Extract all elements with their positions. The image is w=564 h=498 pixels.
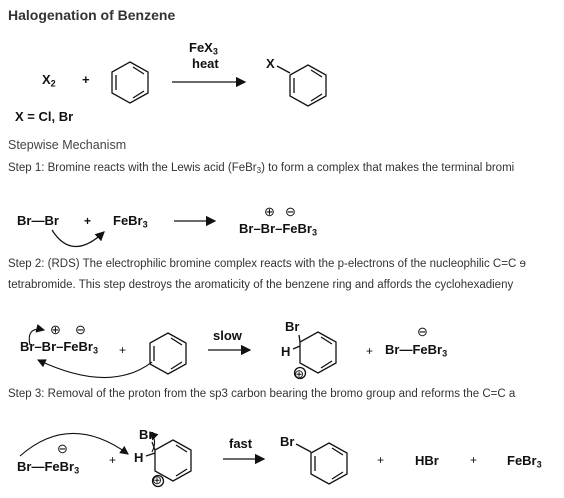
step3-curved-arrow-2 bbox=[149, 431, 159, 453]
step1-description: Step 1: Bromine reacts with the Lewis ac… bbox=[8, 162, 515, 175]
step3-product-br: Br bbox=[280, 434, 295, 449]
step2-complex: Br–Br–FeBr3 bbox=[20, 339, 99, 356]
heat-label: heat bbox=[192, 56, 219, 71]
step2-plus-2: + bbox=[366, 344, 374, 358]
step1-complex: Br–Br–FeBr3 bbox=[239, 221, 318, 238]
step3-hbr: HBr bbox=[415, 453, 439, 468]
step2-plus: + bbox=[119, 343, 127, 357]
step3-negative-charge: ⊖ bbox=[57, 441, 68, 456]
product-x-label: X bbox=[266, 56, 275, 71]
step3-cation-charge: ⊕ bbox=[152, 473, 163, 487]
step2-curved-arrow-bottom bbox=[37, 359, 153, 379]
step2-product-negative-charge: ⊖ bbox=[417, 324, 428, 339]
step2-br-label: Br bbox=[285, 319, 300, 334]
benzene-reactant bbox=[111, 61, 149, 104]
catalyst-label: FeX3 bbox=[189, 40, 218, 57]
step3-fast-label: fast bbox=[229, 436, 253, 451]
step2-description-line1: Step 2: (RDS) The electrophilic bromine … bbox=[8, 258, 526, 270]
step3-febr3: FeBr3 bbox=[507, 453, 542, 470]
step2-negative-charge: ⊖ bbox=[75, 322, 86, 337]
step3-h-label: H bbox=[134, 450, 144, 465]
step2-cyclohexadienyl-cation bbox=[292, 331, 337, 380]
step2-description-line2: tetrabromide. This step destroys the aro… bbox=[8, 279, 514, 291]
step3-reagent: Br—FeBr3 bbox=[17, 459, 80, 476]
step3-curved-arrow bbox=[19, 432, 129, 457]
step3-description: Step 3: Removal of the proton from the s… bbox=[8, 388, 516, 400]
step3-bromobenzene-product bbox=[295, 442, 348, 485]
step2-benzene bbox=[149, 332, 187, 375]
step2-curved-arrow-top bbox=[28, 324, 46, 346]
step2-positive-charge: ⊕ bbox=[50, 322, 61, 337]
step1-positive-charge: ⊕ bbox=[264, 204, 275, 219]
step2-slow-label: slow bbox=[213, 328, 242, 343]
page-title: Halogenation of Benzene bbox=[8, 7, 176, 23]
step2-h-label: H bbox=[281, 344, 291, 359]
step1-plus: + bbox=[84, 214, 92, 228]
step1-febr3: FeBr3 bbox=[113, 213, 148, 230]
step1-br-br: Br—Br bbox=[17, 213, 59, 228]
step2-cation-charge: ⊕ bbox=[294, 367, 305, 381]
mechanism-heading: Stepwise Mechanism bbox=[8, 138, 127, 152]
step3-plus-2: + bbox=[377, 453, 385, 467]
step3-plus-3: + bbox=[470, 453, 478, 467]
step3-cyclohexadienyl-cation bbox=[145, 439, 192, 488]
step2-product-febr4: Br—FeBr3 bbox=[385, 342, 448, 359]
step1-negative-charge: ⊖ bbox=[285, 204, 296, 219]
plus-sign: + bbox=[82, 72, 90, 87]
step1-curved-arrow bbox=[51, 229, 105, 248]
reactant-x2: X2 bbox=[42, 72, 56, 89]
step3-plus: + bbox=[109, 453, 117, 467]
x-definition: X = Cl, Br bbox=[15, 109, 74, 124]
halobenzene-product bbox=[276, 64, 327, 107]
